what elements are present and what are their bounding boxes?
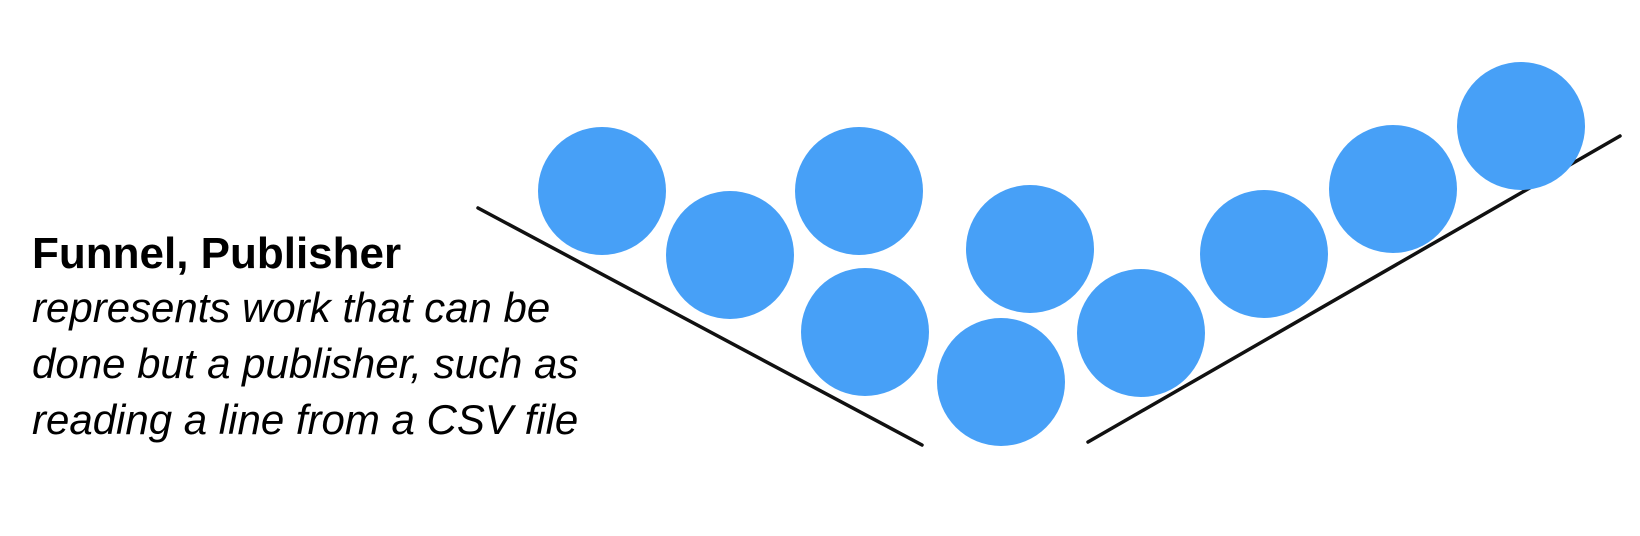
work-item-ball [1077, 269, 1205, 397]
work-item-ball [666, 191, 794, 319]
work-item-ball [1200, 190, 1328, 318]
caption-body: represents work that can be done but a p… [32, 284, 579, 443]
work-item-ball [937, 318, 1065, 446]
caption-title: Funnel, Publisher [32, 229, 402, 278]
funnel-left-wall [476, 206, 924, 447]
work-item-ball [538, 127, 666, 255]
work-item-ball [795, 127, 923, 255]
work-item-ball [801, 268, 929, 396]
work-item-ball [966, 185, 1094, 313]
work-item-ball [1457, 62, 1585, 190]
work-item-ball [1329, 125, 1457, 253]
caption: Funnel, Publisher represents work that c… [32, 228, 652, 448]
